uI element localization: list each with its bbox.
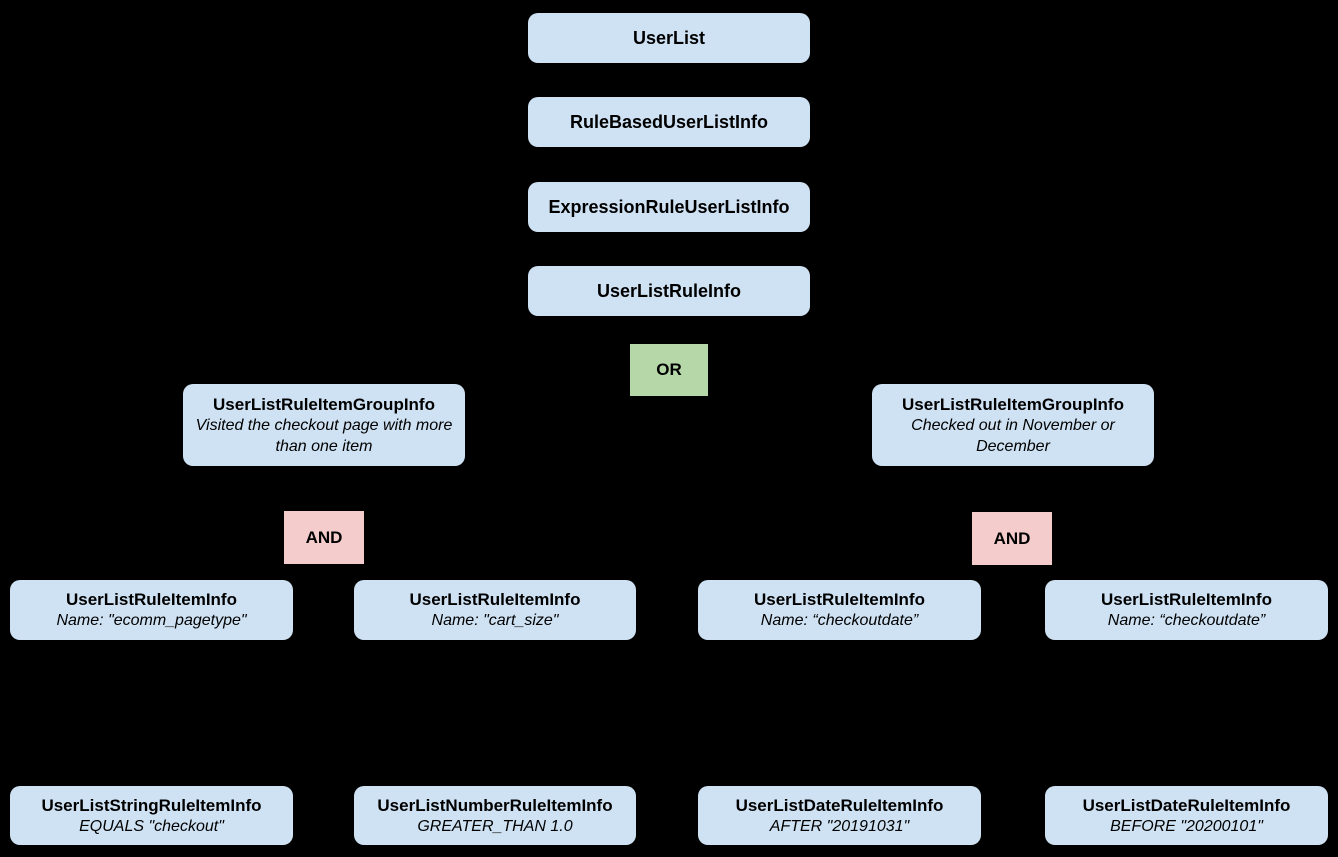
node-description: GREATER_THAN 1.0 bbox=[417, 817, 573, 835]
node-title: UserListRuleItemGroupInfo bbox=[213, 394, 435, 414]
node-dateruleitem-before: UserListDateRuleItemInfo BEFORE "2020010… bbox=[1045, 786, 1328, 845]
node-label: UserList bbox=[632, 27, 706, 48]
node-ruleitem-checkoutdate-2: UserListRuleItemInfo Name: “checkoutdate… bbox=[1045, 580, 1328, 640]
and-operator-node: AND bbox=[284, 511, 364, 564]
node-title: UserListRuleItemInfo bbox=[1101, 590, 1272, 609]
node-title: UserListDateRuleItemInfo bbox=[735, 795, 944, 815]
operator-label: AND bbox=[305, 527, 343, 547]
node-ruleitem-checkoutdate-1: UserListRuleItemInfo Name: “checkoutdate… bbox=[698, 580, 981, 640]
node-stringruleitem-equals-checkout: UserListStringRuleItemInfo EQUALS "check… bbox=[10, 786, 293, 845]
node-title: UserListRuleItemInfo bbox=[66, 590, 237, 609]
node-title: UserListStringRuleItemInfo bbox=[41, 795, 262, 815]
node-label: UserListRuleInfo bbox=[596, 280, 742, 301]
or-operator-node: OR bbox=[630, 344, 708, 396]
node-label: RuleBasedUserListInfo bbox=[569, 111, 769, 132]
node-description: Name: "cart_size" bbox=[431, 612, 559, 629]
node-group-checkout-page: UserListRuleItemGroupInfo Visited the ch… bbox=[183, 384, 465, 466]
node-ruleitem-ecomm-pagetype: UserListRuleItemInfo Name: "ecomm_pagety… bbox=[10, 580, 293, 640]
node-dateruleitem-after: UserListDateRuleItemInfo AFTER "20191031… bbox=[698, 786, 981, 845]
node-numberruleitem-greater-than: UserListNumberRuleItemInfo GREATER_THAN … bbox=[354, 786, 636, 845]
node-group-checked-out-nov-dec: UserListRuleItemGroupInfo Checked out in… bbox=[872, 384, 1154, 466]
node-expressionruleuserlistinfo: ExpressionRuleUserListInfo bbox=[528, 182, 810, 232]
node-description: Name: “checkoutdate” bbox=[760, 612, 919, 629]
node-userlistruleinfo: UserListRuleInfo bbox=[528, 266, 810, 316]
node-description: Name: “checkoutdate” bbox=[1107, 612, 1266, 629]
node-description: Checked out in November or December bbox=[911, 416, 1115, 455]
operator-label: AND bbox=[993, 528, 1031, 548]
node-description: AFTER "20191031" bbox=[769, 817, 910, 835]
node-description: Name: "ecomm_pagetype" bbox=[56, 612, 247, 629]
node-description: Visited the checkout page with more than… bbox=[195, 416, 453, 455]
node-title: UserListDateRuleItemInfo bbox=[1082, 795, 1291, 815]
node-ruleitem-cart-size: UserListRuleItemInfo Name: "cart_size" bbox=[354, 580, 636, 640]
node-title: UserListNumberRuleItemInfo bbox=[377, 795, 613, 815]
node-description: EQUALS "checkout" bbox=[79, 817, 224, 835]
node-rulebaseduserlistinfo: RuleBasedUserListInfo bbox=[528, 97, 810, 147]
node-userlist: UserList bbox=[528, 13, 810, 63]
node-title: UserListRuleItemInfo bbox=[754, 590, 925, 609]
node-description: BEFORE "20200101" bbox=[1110, 817, 1263, 835]
and-operator-node: AND bbox=[972, 512, 1052, 565]
node-title: UserListRuleItemGroupInfo bbox=[902, 394, 1124, 414]
node-title: UserListRuleItemInfo bbox=[409, 590, 581, 609]
operator-label: OR bbox=[656, 360, 682, 379]
node-label: ExpressionRuleUserListInfo bbox=[548, 196, 790, 217]
